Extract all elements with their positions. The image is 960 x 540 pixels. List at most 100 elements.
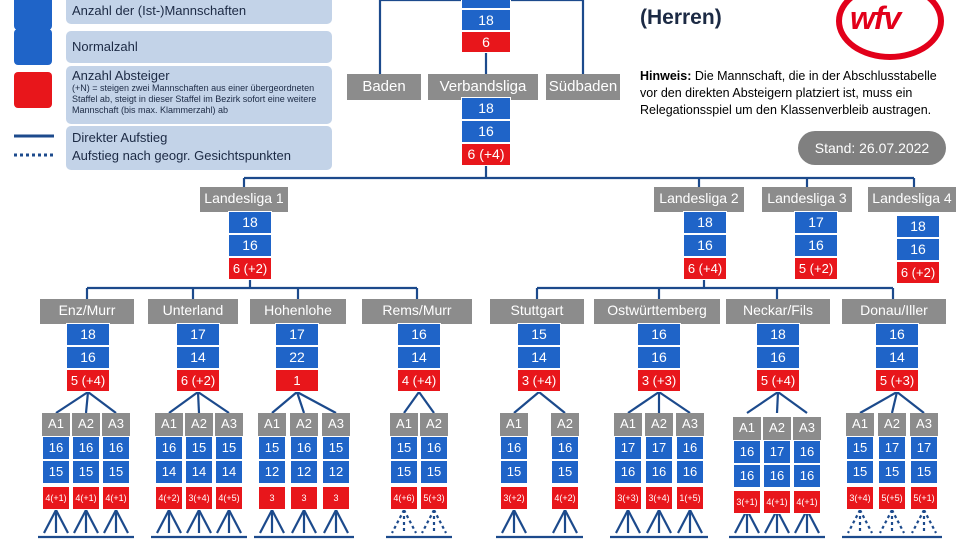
connector-line (627, 509, 641, 534)
connector-line (775, 391, 780, 414)
bezirk-1-staffel-3-normal: 15 (102, 460, 130, 484)
bezirk-6-title: Ostwürttemberg (594, 299, 720, 324)
bezirk-6-staffel-2-title: A2 (645, 413, 673, 437)
wfv-logo (836, 0, 944, 60)
bezirk-2-staffel-3-abst: 4(+5) (215, 486, 243, 510)
verbandsliga-normal: 16 (461, 120, 511, 143)
bezirk-8-abst: 5 (+3) (875, 369, 919, 392)
connector-line (658, 391, 691, 414)
connector-line (271, 509, 285, 534)
bezirk-2-staffel-2-abst: 3(+4) (185, 486, 213, 510)
bezirk-4-normal: 14 (397, 346, 441, 369)
landesliga-4-ist: 18 (896, 215, 940, 238)
bezirk-4-staffel-2-normal: 15 (420, 460, 448, 484)
bezirk-6-staffel-3-title: A3 (676, 413, 704, 437)
bezirk-6-staffel-2-normal: 16 (645, 460, 673, 484)
bezirk-1-abst: 5 (+4) (66, 369, 110, 392)
connector-line (615, 509, 629, 534)
bezirk-4-staffel-2-abst: 5(+3) (420, 486, 448, 510)
bezirk-1-staffel-3-abst: 4(+1) (102, 486, 130, 510)
top-box-cut (461, 0, 511, 9)
bezirk-7-staffel-1-normal: 16 (733, 464, 761, 488)
bezirk-2-staffel-2-ist: 15 (185, 436, 213, 460)
bezirk-2-ist: 17 (176, 323, 220, 346)
bezirk-1-staffel-3-title: A3 (102, 413, 130, 437)
legend-geo: Aufstieg nach geogr. Gesichtspunkten (72, 148, 291, 163)
bezirk-3-abst: 1 (275, 369, 319, 392)
bezirk-2-staffel-1-abst: 4(+2) (155, 486, 183, 510)
connector-line (259, 509, 273, 534)
landesliga-2-normal: 16 (683, 234, 727, 257)
connector-line (403, 509, 417, 534)
connector-line (564, 509, 578, 534)
bezirk-1-staffel-2-normal: 15 (72, 460, 100, 484)
bezirk-2-title: Unterland (148, 299, 238, 324)
bezirk-3-staffel-2-ist: 16 (290, 436, 318, 460)
bezirk-3-staffel-1-abst: 3 (258, 486, 286, 510)
bezirk-5-staffel-1-normal: 15 (500, 460, 528, 484)
bezirk-1-normal: 16 (66, 346, 110, 369)
connector-line (391, 509, 405, 534)
bezirk-1-staffel-3-ist: 16 (102, 436, 130, 460)
bezirk-1-staffel-1-normal: 15 (42, 460, 70, 484)
bezirk-6-staffel-2-abst: 3(+4) (645, 486, 673, 510)
landesliga-1-title: Landesliga 1 (200, 187, 288, 212)
bezirk-6-normal: 16 (637, 346, 681, 369)
legend-swatch-ist (14, 0, 52, 30)
bezirk-7-staffel-2-ist: 17 (763, 440, 791, 464)
bezirk-5-abst: 3 (+4) (517, 369, 561, 392)
bezirk-8-staffel-2-abst: 5(+5) (878, 486, 906, 510)
bezirk-1-title: Enz/Murr (40, 299, 134, 324)
landesliga-1-ist: 18 (228, 211, 272, 234)
bezirk-2-staffel-1-normal: 14 (155, 460, 183, 484)
bezirk-3-staffel-3-abst: 3 (322, 486, 350, 510)
bezirk-3-staffel-1-title: A1 (258, 413, 286, 437)
bezirk-6-staffel-1-normal: 16 (614, 460, 642, 484)
wfv-logo-text: wfv (850, 0, 901, 36)
legend-absteiger-note: (+N) = steigen zwei Mannschaften aus ein… (72, 83, 317, 115)
connector-line (646, 509, 660, 534)
connector-line (295, 391, 306, 414)
landesliga-3-abst: 5 (+2) (794, 257, 838, 280)
bezirk-6-ist: 16 (637, 323, 681, 346)
bezirk-3-staffel-1-ist: 15 (258, 436, 286, 460)
connector-line (890, 391, 899, 414)
bezirk-7-staffel-3-abst: 4(+1) (793, 490, 821, 514)
bezirk-6-staffel-3-abst: 1(+5) (676, 486, 704, 510)
bezirk-6-abst: 3 (+3) (637, 369, 681, 392)
bezirk-8-staffel-1-normal: 15 (846, 460, 874, 484)
bezirk-8-normal: 14 (875, 346, 919, 369)
connector-line (156, 509, 170, 534)
bezirk-2-staffel-2-title: A2 (185, 413, 213, 437)
connector-line (418, 391, 435, 414)
connector-line (879, 509, 893, 534)
legend-swatch-absteiger (14, 72, 52, 108)
connector-line (216, 509, 230, 534)
bezirk-2-staffel-3-title: A3 (215, 413, 243, 437)
bezirk-8-staffel-2-ist: 17 (878, 436, 906, 460)
connector-line (103, 509, 117, 534)
bezirk-7-ist: 18 (756, 323, 800, 346)
landesliga-3-ist: 17 (794, 211, 838, 234)
connector-line (552, 509, 566, 534)
connector-line (433, 509, 447, 534)
bezirk-8-staffel-3-title: A3 (910, 413, 938, 437)
bezirk-3-normal: 22 (275, 346, 319, 369)
connector-line (538, 391, 566, 414)
connector-line (896, 391, 925, 414)
bezirk-2-staffel-1-ist: 16 (155, 436, 183, 460)
legend-ist: Anzahl der (Ist-)Mannschaften (66, 0, 332, 24)
connector-line (87, 391, 117, 414)
connector-line (323, 509, 337, 534)
connector-line (923, 509, 937, 534)
landesliga-1-normal: 16 (228, 234, 272, 257)
connector-line (228, 509, 242, 534)
bezirk-8-staffel-2-normal: 15 (878, 460, 906, 484)
bezirk-1-staffel-1-abst: 4(+1) (42, 486, 70, 510)
page-title: (Herren) (640, 6, 722, 29)
bezirk-8-staffel-1-abst: 3(+4) (846, 486, 874, 510)
bezirk-6-staffel-2-ist: 17 (645, 436, 673, 460)
connector-line (271, 391, 298, 414)
bezirk-4-staffel-2-title: A2 (420, 413, 448, 437)
